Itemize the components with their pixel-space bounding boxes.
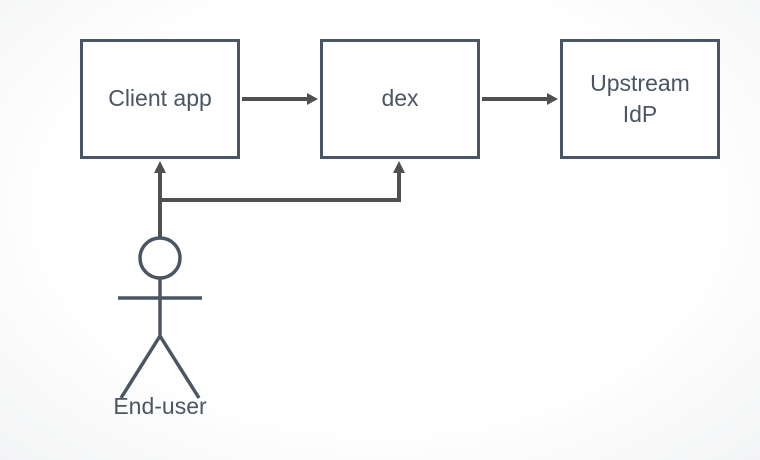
stick-figure-icon bbox=[118, 236, 202, 399]
arrow-client-app-to-dex bbox=[242, 93, 318, 105]
box-client-app: Client app bbox=[80, 39, 240, 159]
arrow-end-user-to-dex bbox=[160, 161, 405, 202]
arrow-dex-to-upstream-idp bbox=[482, 93, 558, 105]
box-upstream-idp-label: Upstream IdP bbox=[590, 69, 690, 127]
box-client-app-label: Client app bbox=[108, 85, 212, 112]
arrow-end-user-to-client-app bbox=[154, 161, 166, 238]
box-dex-label: dex bbox=[381, 85, 419, 112]
end-user-label: End-user bbox=[113, 393, 207, 419]
box-upstream-idp: Upstream IdP bbox=[560, 39, 720, 159]
box-dex: dex bbox=[320, 39, 480, 159]
